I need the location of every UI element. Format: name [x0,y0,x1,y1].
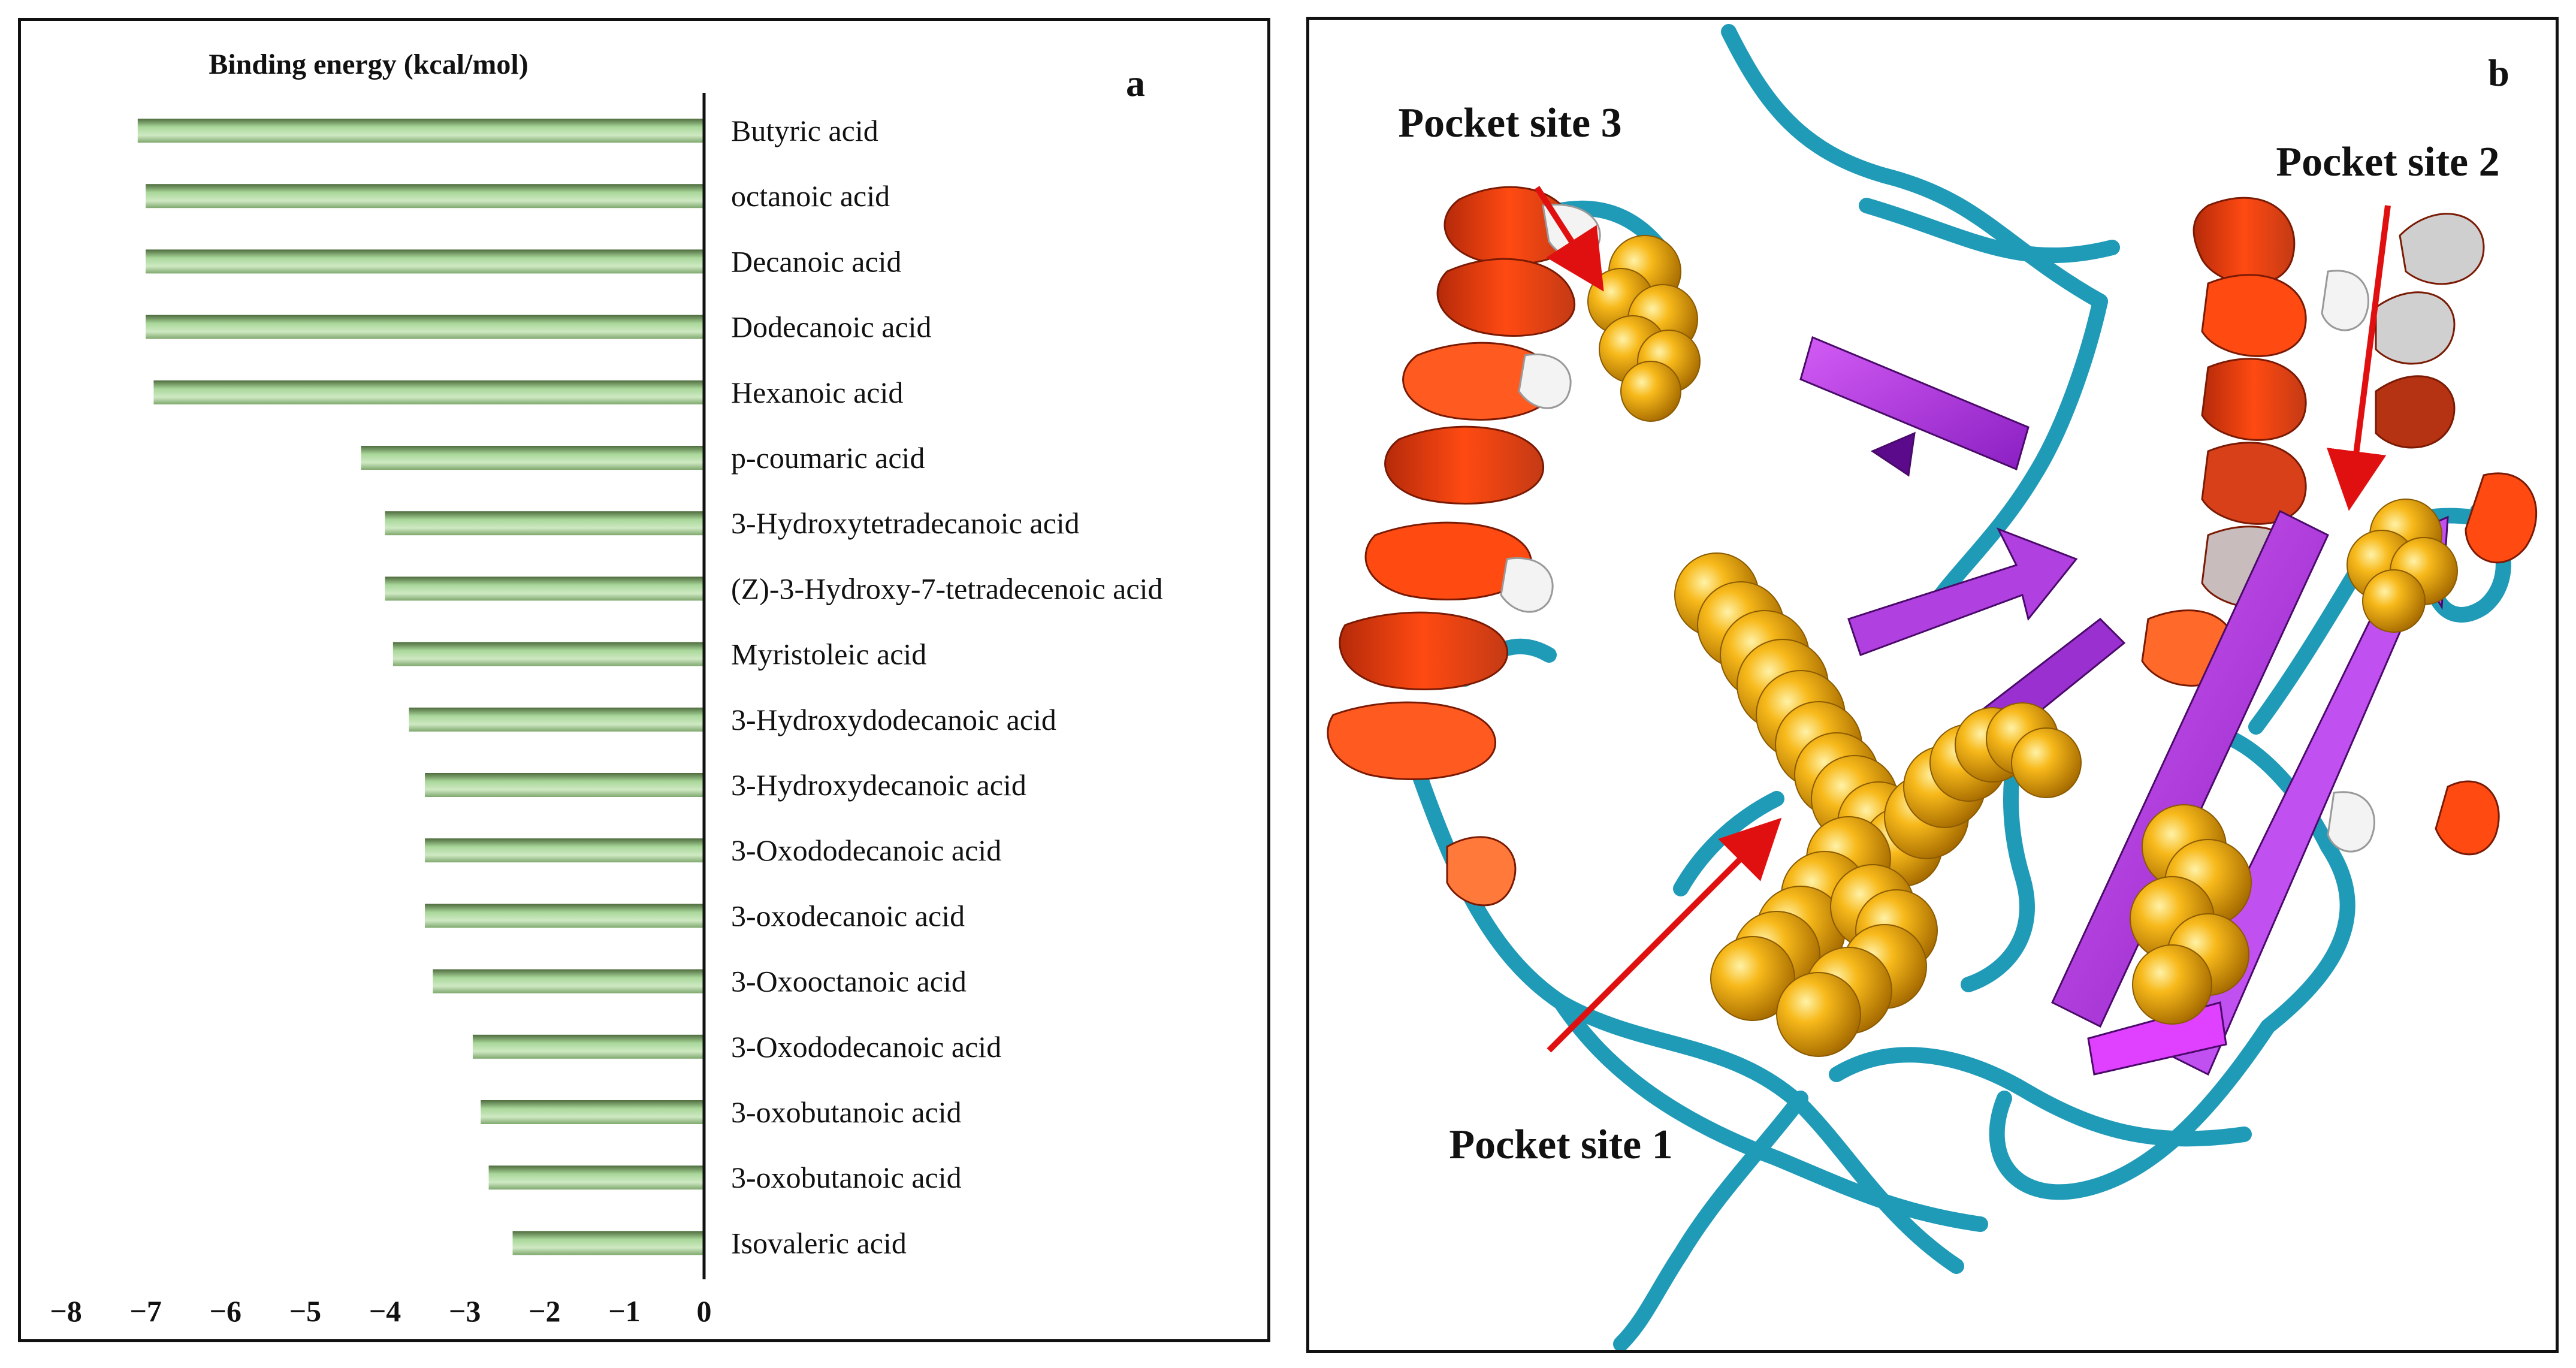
protein-structure-figure: Pocket site 3 Pocket site 2 Pocket site … [1327,24,2538,1350]
category-label-6: 3-Hydroxytetradecanoic acid [731,506,1080,540]
bar-10 [425,773,704,797]
category-label-15: 3-oxobutanoic acid [731,1095,962,1129]
category-label-17: Isovaleric acid [731,1226,907,1260]
pocket-site-2-label: Pocket site 2 [2276,139,2499,185]
bar-11 [425,838,704,863]
x-tick-8: 0 [697,1294,712,1328]
bar-4 [153,380,704,404]
bar-2 [146,249,704,274]
bar-12 [425,904,704,928]
bar-7 [385,576,704,601]
x-tick-0: −8 [50,1294,82,1328]
category-label-12: 3-oxodecanoic acid [731,899,965,932]
x-tick-2: −6 [210,1294,242,1328]
category-label-1: octanoic acid [731,179,890,213]
category-label-4: Hexanoic acid [731,376,903,409]
bar-8 [392,642,704,666]
binding-energy-chart: Binding energy (kcal/mol) a Butyric acid… [50,49,1162,1328]
ligand-sphere [2132,944,2212,1025]
category-label-0: Butyric acid [731,114,878,147]
category-label-7: (Z)-3-Hydroxy-7-tetradecenoic acid [731,572,1162,605]
chart-title: Binding energy (kcal/mol) [209,49,528,80]
ligand-spheres [1587,235,2458,1057]
pocket-site-1-label: Pocket site 1 [1449,1122,1672,1168]
x-tick-3: −5 [289,1294,322,1328]
bar-9 [409,707,704,732]
pocket-site-3-label: Pocket site 3 [1398,100,1621,146]
x-tick-5: −3 [449,1294,481,1328]
category-label-14: 3-Oxododecanoic acid [731,1030,1001,1064]
bar-6 [385,511,704,536]
category-label-13: 3-Oxooctanoic acid [731,965,967,998]
ligand-sphere [1776,972,1861,1057]
bar-16 [488,1165,704,1190]
bar-0 [137,119,704,143]
x-tick-7: −1 [608,1294,641,1328]
bar-13 [433,969,704,993]
category-label-10: 3-Hydroxydecanoic acid [731,768,1026,802]
panel-b-label: b [2488,52,2509,94]
panel-a: Binding energy (kcal/mol) a Butyric acid… [18,18,1270,1342]
bar-14 [472,1034,704,1059]
category-label-3: Dodecanoic acid [731,310,932,344]
alpha-helices [1327,186,2538,928]
bars-group [137,119,704,1255]
pocket-site-2-arrow [2327,205,2391,511]
x-tick-1: −7 [129,1294,162,1328]
panel-a-label: a [1126,62,1145,104]
ligand-sphere [2362,569,2426,633]
category-label-9: 3-Hydroxydodecanoic acid [731,703,1056,736]
ligand-sphere [2011,727,2082,798]
category-label-8: Myristoleic acid [731,638,926,671]
panel-b: Pocket site 3 Pocket site 2 Pocket site … [1306,17,2559,1353]
ligand-sphere [1620,361,1681,422]
x-tick-4: −4 [369,1294,401,1328]
category-label-16: 3-oxobutanoic acid [731,1161,962,1194]
bar-17 [512,1231,704,1255]
category-label-11: 3-Oxododecanoic acid [731,834,1001,867]
bar-3 [146,315,704,339]
category-label-2: Decanoic acid [731,244,902,278]
ligand-sphere [1710,936,1795,1021]
bar-5 [361,446,704,470]
pocket-arrows [1534,186,2391,1053]
pocket-site-3-arrow [1534,186,1604,292]
bar-15 [481,1100,704,1124]
x-tick-labels: −8 −7 −6 −5 −4 −3 −2 −1 0 [50,1294,711,1328]
pocket-site-1-arrow [1547,817,1782,1053]
x-tick-6: −2 [529,1294,561,1328]
category-label-5: p-coumaric acid [731,441,925,475]
bar-1 [146,184,704,209]
